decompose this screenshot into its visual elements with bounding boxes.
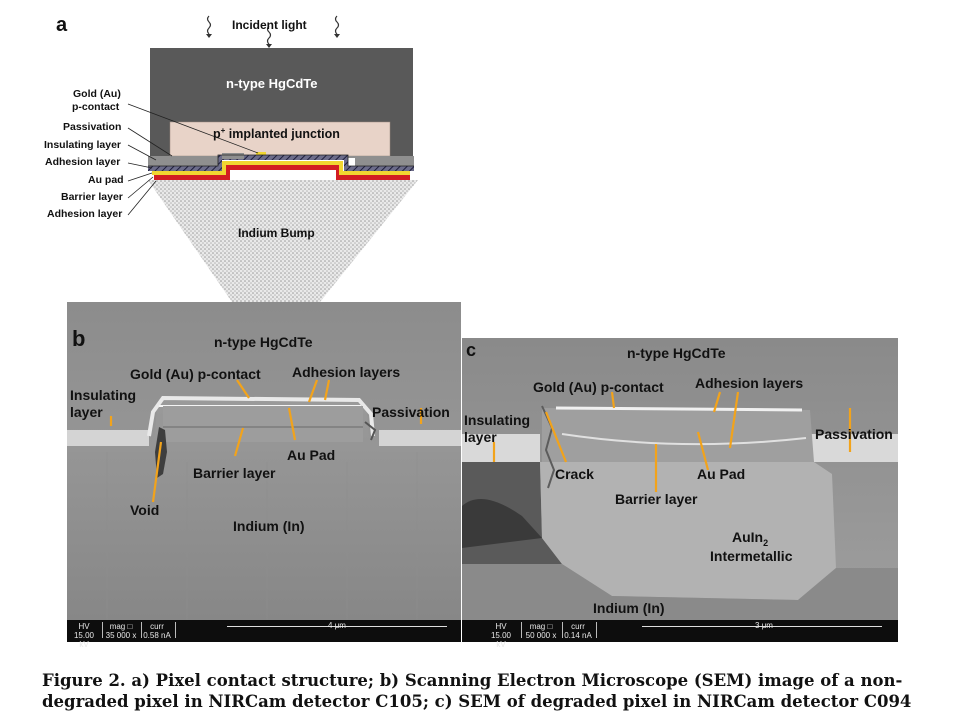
label-adhesion-2: Adhesion layer (47, 208, 123, 220)
contact-layer-stack (148, 152, 414, 180)
indium-label-c: Indium (In) (593, 600, 665, 616)
indium-bump-label: Indium Bump (238, 226, 315, 240)
adhesion-label-b: Adhesion layers (292, 364, 401, 380)
caption-line-2: degraded pixel in NIRCam detector C105; … (42, 692, 912, 711)
indium-label-b: Indium (In) (233, 518, 305, 534)
barrier-label-b: Barrier layer (193, 465, 276, 481)
pixel-structure-diagram (127, 15, 418, 302)
gold-contact-label-b: Gold (Au) p-contact (130, 366, 261, 382)
label-barrier-a: Barrier layer (61, 191, 123, 203)
au-pad-label-b: Au Pad (287, 447, 336, 463)
sem-c-arrows (492, 391, 852, 492)
insulating-label-b-2: layer (70, 404, 103, 420)
n-type-label-a: n-type HgCdTe (226, 76, 318, 91)
panel-b-letter: b (72, 326, 86, 351)
label-adhesion-1: Adhesion layer (45, 156, 121, 168)
label-leaders (127, 103, 259, 216)
caption-line-1: Figure 2. a) Pixel contact structure; b)… (42, 671, 903, 690)
scale-bar-b (227, 626, 447, 627)
sem-image-b (67, 302, 461, 642)
label-passivation-a: Passivation (63, 121, 122, 133)
n-type-label-c: n-type HgCdTe (627, 345, 726, 361)
incident-light-label: Incident light (232, 18, 307, 32)
insulating-label-c-2: layer (464, 429, 497, 445)
crack-label-c: Crack (555, 466, 594, 482)
passivation-label-b: Passivation (372, 404, 450, 420)
sem-image-c (462, 338, 898, 642)
void-label-b: Void (130, 502, 160, 518)
auin2-label: AuIn2 (732, 529, 769, 548)
label-au-pad-a: Au pad (88, 174, 124, 186)
incident-light-arrows (206, 15, 340, 48)
intermetallic-label: Intermetallic (710, 548, 793, 564)
panel-c-letter: c (466, 340, 477, 360)
adhesion-label-c: Adhesion layers (695, 375, 804, 391)
passivation-label-c: Passivation (815, 426, 893, 442)
label-insulating-a: Insulating layer (44, 139, 122, 151)
panel-a-letter: a (56, 14, 68, 36)
junction-label: p+ implanted junction (213, 126, 340, 142)
insulating-label-b-1: Insulating (70, 387, 137, 403)
label-p-contact: p-contact (72, 101, 120, 113)
figure-caption: Figure 2. a) Pixel contact structure; b)… (42, 670, 942, 712)
n-type-label-b: n-type HgCdTe (214, 334, 313, 350)
au-pad-label-c: Au Pad (697, 466, 746, 482)
insulating-label-c-1: Insulating (464, 412, 531, 428)
gold-contact-label-c: Gold (Au) p-contact (533, 379, 664, 395)
label-gold: Gold (Au) (73, 88, 121, 100)
sem-b-arrows (109, 379, 423, 503)
indium-bump-shape (148, 180, 418, 302)
scale-bar-c (642, 626, 882, 627)
barrier-label-c: Barrier layer (615, 491, 698, 507)
